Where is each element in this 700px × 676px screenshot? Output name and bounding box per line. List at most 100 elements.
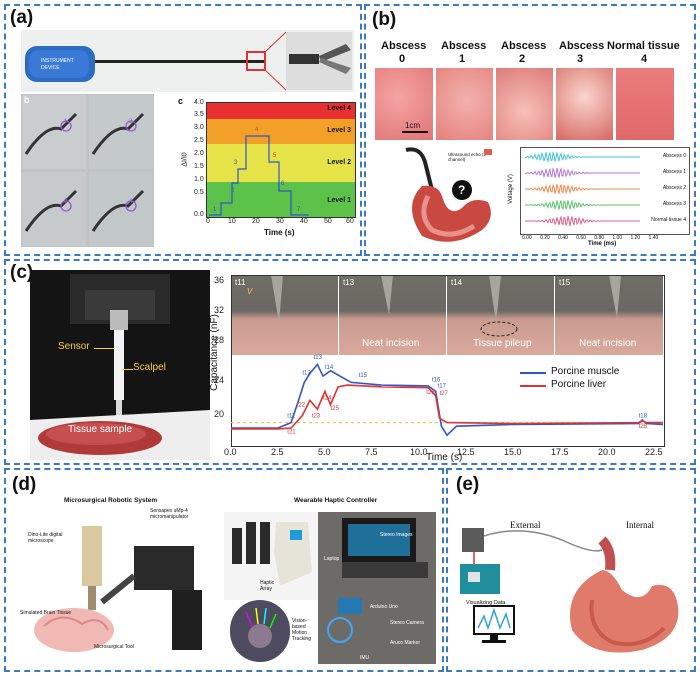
microsurgical-tool-label: Microsurgical Tool [94,644,134,650]
caption-neat-incision-1: Neat incision [362,338,420,349]
sensor-pointer [94,348,114,349]
microsurgical-title: Microsurgical Robotic System [64,497,158,504]
x-tick: 0.80 [594,235,605,241]
motion-tracking-label: Vision-based Motion Tracking [292,618,311,642]
capacitance-xlabel: Time (s) [426,452,463,463]
annotation-blue: t13 [314,355,323,361]
strip-label-t13: t13 [343,278,355,287]
sensor-label: Sensor [58,341,90,352]
x-tick: 20 [252,218,260,225]
tissue-num-1: 1 [459,53,466,65]
level-trace [209,135,309,216]
level-3-band [207,119,355,144]
panel-c [4,259,696,465]
x-tick: 1.00 [612,235,623,241]
y-tick: 0.5 [194,189,204,196]
scale-bar [402,131,428,133]
laptop-label: Laptop [324,556,340,562]
photo-marker-2: 2 [129,119,133,125]
annotation-blue: t17 [438,384,447,390]
annotation-red: t24 [323,395,332,401]
tissue-num-2: 2 [519,53,526,65]
tissue-photo-1 [436,68,493,140]
strip-frame-1 [231,275,338,355]
x-tick: 22.5 [645,447,663,457]
panel-d-label: (d) [12,474,37,495]
x-tick: 1.20 [630,235,641,241]
x-tick: 0.20 [540,235,550,241]
annotation-red: t23 [312,413,321,419]
annotation-red: t26 [426,390,435,396]
trace-marker-4: 4 [255,127,259,133]
external-label: External [510,520,541,530]
signal-trace [524,151,640,162]
tissue-photo-2 [496,68,553,140]
level-4-label: Level 4 [327,105,351,112]
signal-row-label: Normal tissue 4 [651,217,686,223]
annotation-blue: t16 [432,378,441,384]
microscope-label: Dino-Lite digital microscope [28,532,63,544]
motion-tracking-photo [230,600,290,662]
y-tick: 36 [214,275,225,285]
incision-image-strip [231,275,663,355]
tissue-title-2: Abscess [501,40,547,52]
legend-swatch-liver [520,385,546,387]
y-tick: 1.5 [194,163,204,170]
tissue-title-4: Normal tissue [607,40,680,52]
level-chart: Level 4 Level 3 Level 2 Level 1 1 2 3 4 … [206,102,356,218]
level-4-band [207,103,355,119]
velocity-label: V [247,287,253,296]
signal-trace [525,215,640,227]
signal-ylabel: Voltage (V) [507,174,514,204]
inset-b-label: b [24,95,30,105]
x-tick: 10 [228,218,236,225]
arduino-label: Arduino Uno [370,604,398,610]
x-tick: 2.5 [271,447,284,457]
x-tick: 0.00 [522,235,532,241]
tissue-photo-4 [616,68,674,140]
tissue-num-3: 3 [577,53,584,65]
legend-liver: Porcine liver [551,379,607,390]
x-tick: 12.5 [457,447,475,457]
svg-text:INSTRUMENT: INSTRUMENT [41,58,74,64]
x-tick: 10.0 [410,447,428,457]
annotation-red: t27 [440,391,449,397]
scalpel-pointer [121,369,133,370]
strip-frame-2 [339,275,446,355]
muscle-series-line [231,363,663,437]
y-tick: 2.5 [194,137,204,144]
caption-tissue-pileup: Tissue pileup [473,338,532,349]
y-tick: 20 [214,409,225,419]
capacitance-plot: t11t12t13t14t15t16t17t18t21t22t23t24t25t… [231,355,663,437]
tissue-num-4: 4 [641,53,648,65]
signal-trace [524,199,640,210]
panel-a [4,4,362,256]
stomach-system-illustration [460,528,679,653]
y-tick: 3.5 [194,111,204,118]
x-tick: 50 [324,218,332,225]
legend-swatch-muscle [520,372,546,374]
stereo-camera-label: Stereo Camera [390,620,424,626]
trace-marker-2: 2 [231,188,235,194]
scale-bar-label: 1cm [405,121,421,130]
tissue-sample-label: Tissue sample [68,424,133,435]
x-tick: 1.40 [648,235,659,241]
x-tick: 7.5 [365,447,378,457]
signal-trace [525,183,640,195]
signal-xlabel: Time (ms) [588,241,617,247]
level-chart-xlabel: Time (s) [264,228,295,237]
signal-row-label: Abscess 1 [662,169,686,175]
internal-label: Internal [626,520,654,530]
x-tick: 5.0 [318,447,331,457]
annotation-red: t28 [639,424,648,430]
liver-series-line [231,384,663,430]
scalpel-setup-photo [30,270,210,460]
x-tick: 0 [206,218,210,225]
y-tick: 0.0 [194,211,204,218]
tissue-photo-3 [556,68,613,140]
stomach-illustration [405,147,491,242]
robotic-system-illustration [34,526,202,652]
aruco-marker-label: Aruco Marker [390,640,421,646]
tissue-title-3: Abscess [559,40,605,52]
annotation-blue: t14 [325,365,334,371]
